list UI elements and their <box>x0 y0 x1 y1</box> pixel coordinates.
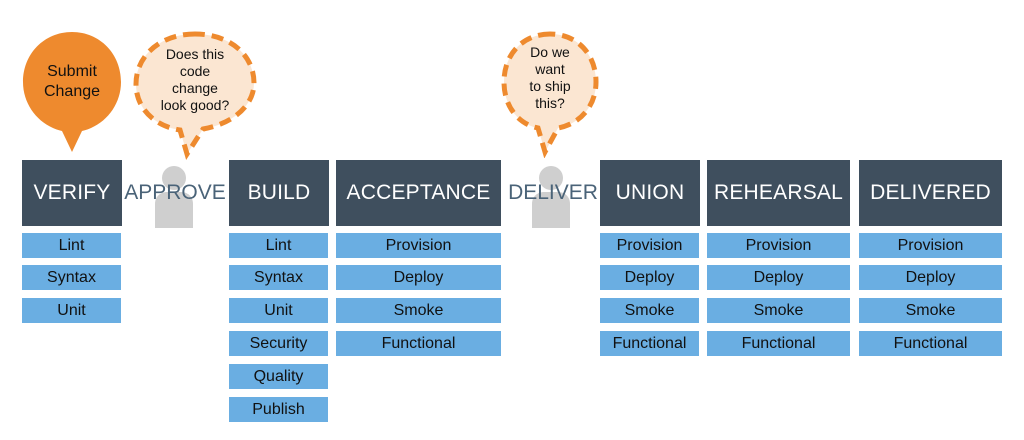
union-step-smoke: Smoke <box>600 298 699 323</box>
build-step-syntax: Syntax <box>229 265 328 290</box>
approve-line-2: code <box>179 63 211 79</box>
stage-acceptance-header: ACCEPTANCE <box>336 160 501 226</box>
union-step-provision: Provision <box>600 233 699 258</box>
build-step-unit: Unit <box>229 298 328 323</box>
rehearsal-step-deploy: Deploy <box>707 265 850 290</box>
stage-delivered-header: DELIVERED <box>859 160 1002 226</box>
build-step-security: Security <box>229 331 328 356</box>
verify-step-syntax: Syntax <box>22 265 121 290</box>
deliver-line-1: Do we <box>530 44 570 60</box>
deliver-gate: DELIVER <box>505 160 601 226</box>
submit-change-text: Submit Change <box>22 62 122 102</box>
stage-union-header: UNION <box>600 160 700 226</box>
rehearsal-step-smoke: Smoke <box>707 298 850 323</box>
deliver-gate-label: DELIVER <box>508 181 598 204</box>
stage-rehearsal-header: REHEARSAL <box>707 160 850 226</box>
deliver-thought-bubble <box>501 31 599 158</box>
deliver-line-3: to ship <box>529 78 571 94</box>
verify-step-lint: Lint <box>22 233 121 258</box>
delivered-step-provision: Provision <box>859 233 1002 258</box>
approve-line-1: Does this <box>165 46 225 62</box>
rehearsal-step-provision: Provision <box>707 233 850 258</box>
rehearsal-step-functional: Functional <box>707 331 850 356</box>
build-step-quality: Quality <box>229 364 328 389</box>
build-step-publish: Publish <box>229 397 328 422</box>
deliver-line-4: this? <box>535 95 565 111</box>
stage-build-header: BUILD <box>229 160 329 226</box>
deliver-line-2: want <box>535 61 565 77</box>
person-icon <box>155 166 193 228</box>
submit-line-2: Change <box>43 83 101 100</box>
deliver-bubble-text: Do we want to ship this? <box>510 44 590 112</box>
approve-gate-label: APPROVE <box>124 181 226 204</box>
delivered-step-functional: Functional <box>859 331 1002 356</box>
acceptance-step-provision: Provision <box>336 233 501 258</box>
verify-step-unit: Unit <box>22 298 121 323</box>
delivered-step-smoke: Smoke <box>859 298 1002 323</box>
union-step-deploy: Deploy <box>600 265 699 290</box>
person-icon <box>532 166 570 228</box>
approve-line-3: change <box>172 80 218 96</box>
stage-verify-header: VERIFY <box>22 160 122 226</box>
build-step-lint: Lint <box>229 233 328 258</box>
acceptance-step-functional: Functional <box>336 331 501 356</box>
acceptance-step-smoke: Smoke <box>336 298 501 323</box>
acceptance-step-deploy: Deploy <box>336 265 501 290</box>
approve-line-4: look good? <box>160 97 230 113</box>
union-step-functional: Functional <box>600 331 699 356</box>
approve-gate: APPROVE <box>124 160 226 226</box>
approve-thought-bubble <box>133 31 257 160</box>
submit-line-1: Submit <box>47 63 97 80</box>
submit-change-bubble <box>23 32 121 152</box>
approve-bubble-text: Does this code change look good? <box>146 46 244 114</box>
delivered-step-deploy: Deploy <box>859 265 1002 290</box>
